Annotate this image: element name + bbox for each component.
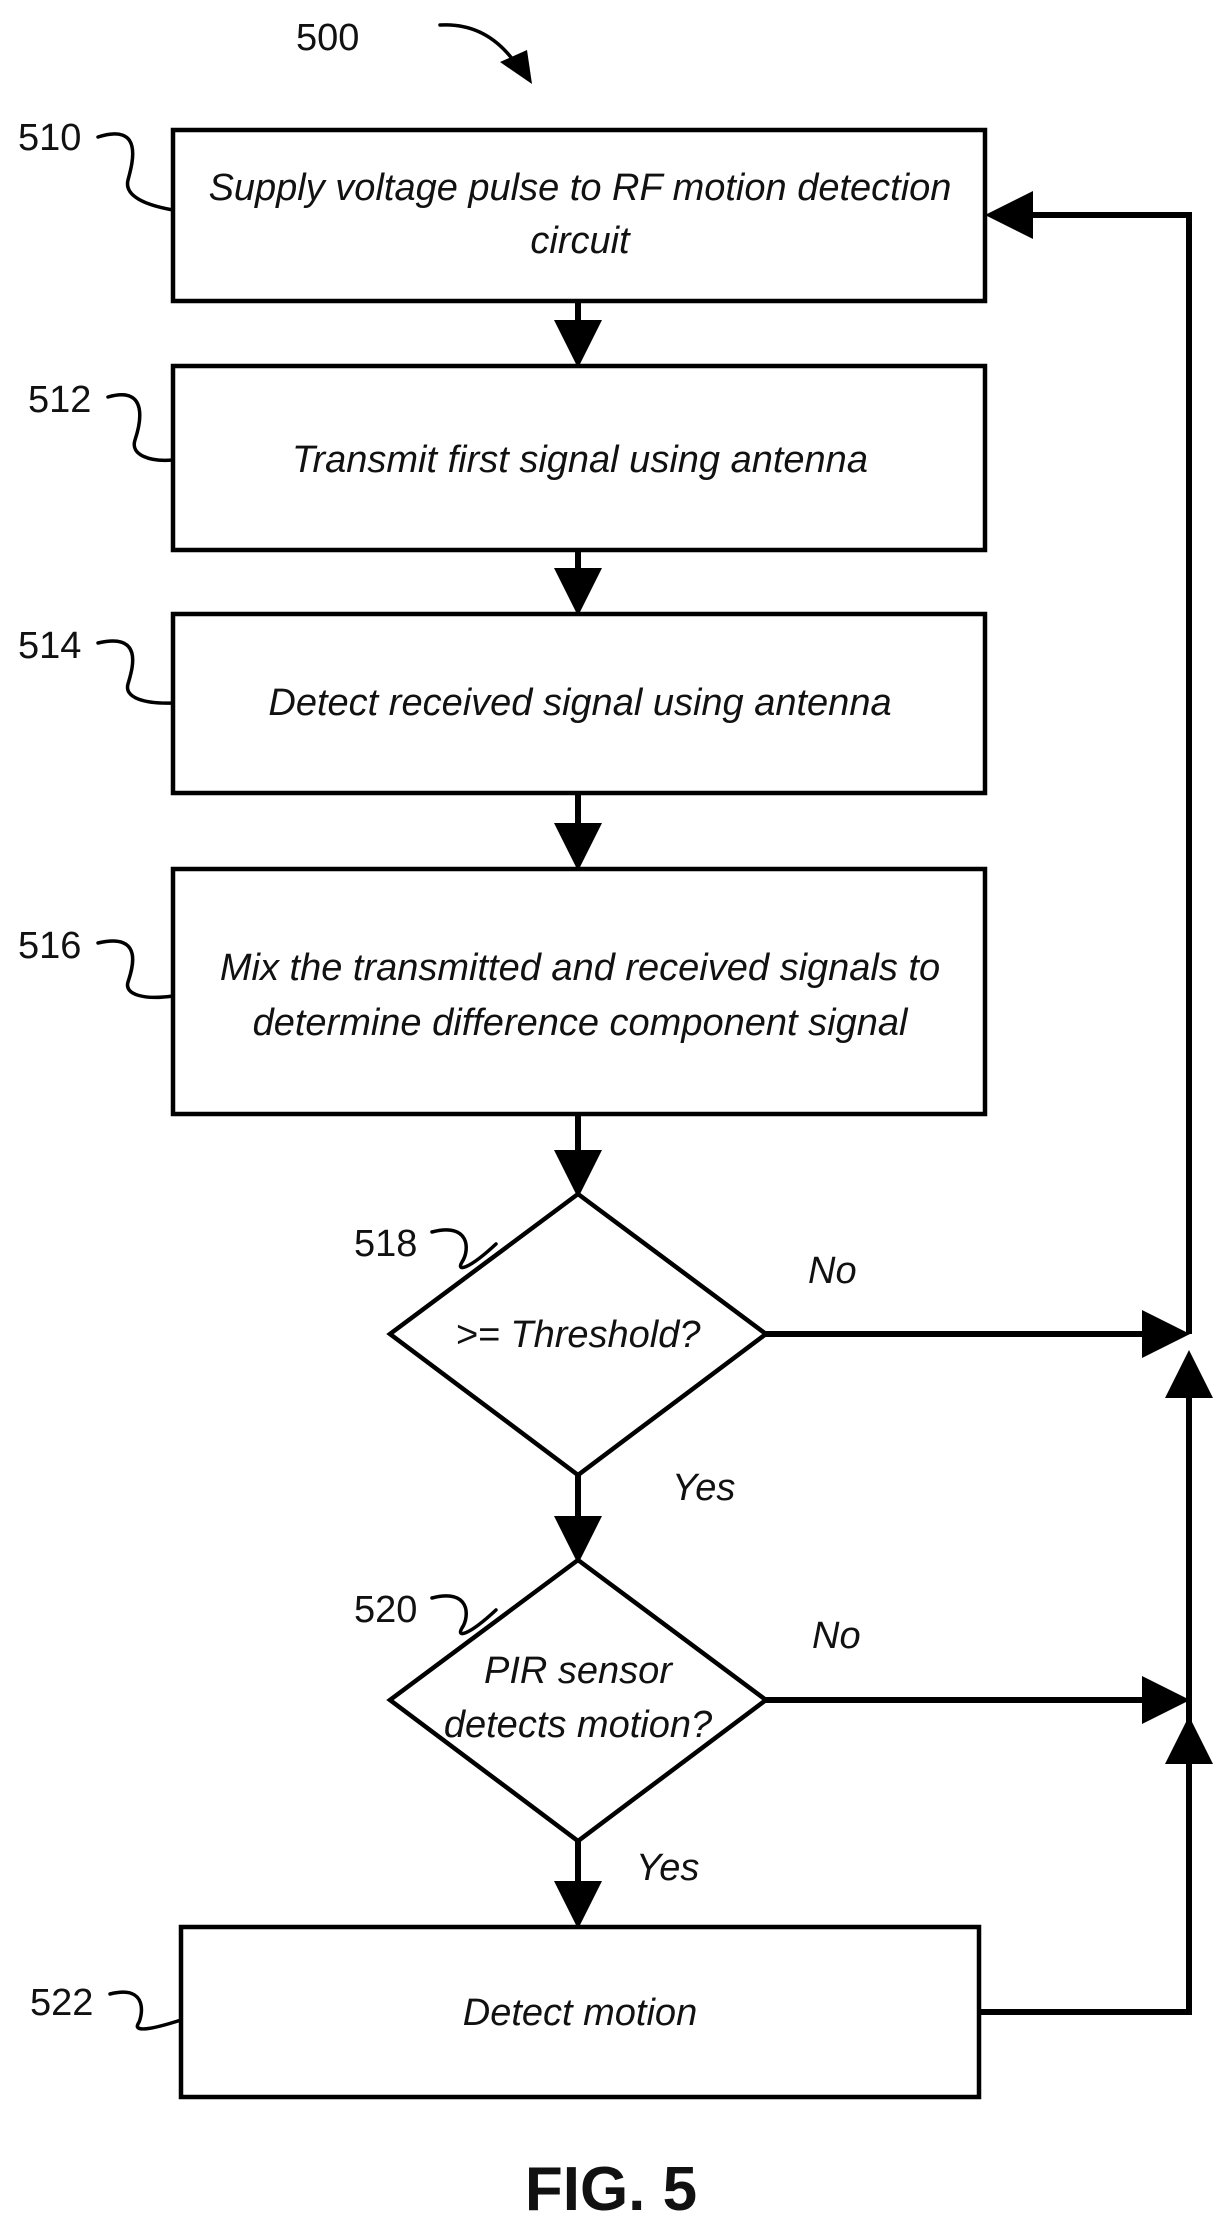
- decision-520-text-line2: detects motion?: [444, 1704, 713, 1746]
- decision-518-ref: 518: [354, 1223, 417, 1265]
- decision-520-yes-label: Yes: [636, 1847, 699, 1889]
- step-516-ref: 516: [18, 925, 81, 967]
- step-510-text-line2: circuit: [530, 220, 631, 262]
- feedback-path-522: [979, 1360, 1189, 2012]
- decision-520-ref: 520: [354, 1589, 417, 1631]
- step-522-text: Detect motion: [463, 1992, 697, 2034]
- step-510-text-line1: Supply voltage pulse to RF motion detect…: [209, 167, 952, 209]
- step-512-ref: 512: [28, 379, 91, 421]
- figure-number: 500: [296, 17, 359, 59]
- step-522-leader: [110, 1992, 181, 2029]
- decision-518-yes-label: Yes: [672, 1467, 735, 1509]
- step-512-leader: [108, 395, 173, 461]
- step-516-text-line1: Mix the transmitted and received signals…: [220, 947, 940, 989]
- decision-520-no-label: No: [812, 1615, 861, 1657]
- step-514-leader: [98, 641, 173, 703]
- step-516-leader: [98, 941, 173, 997]
- step-516-text-line2: determine difference component signal: [253, 1002, 909, 1044]
- step-510-box: [173, 130, 985, 301]
- decision-520-diamond: [390, 1560, 766, 1841]
- step-514-ref: 514: [18, 625, 81, 667]
- step-512-text: Transmit first signal using antenna: [292, 439, 868, 481]
- step-510-leader: [98, 134, 173, 210]
- decision-518-text: >= Threshold?: [455, 1314, 701, 1356]
- step-516-box: [173, 869, 985, 1114]
- step-514-text: Detect received signal using antenna: [268, 682, 891, 724]
- figure-number-arrowhead: [500, 50, 532, 84]
- figure-caption: FIG. 5: [525, 2155, 697, 2224]
- step-510-ref: 510: [18, 117, 81, 159]
- step-522-ref: 522: [30, 1982, 93, 2024]
- decision-518-no-label: No: [808, 1250, 857, 1292]
- decision-520-text-line1: PIR sensor: [484, 1650, 673, 1692]
